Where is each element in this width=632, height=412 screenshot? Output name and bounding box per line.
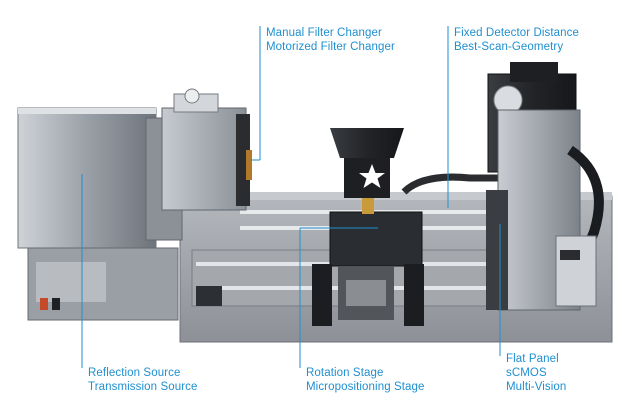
callout-detector-distance-line-2: Best-Scan-Geometry	[454, 41, 564, 53]
callout-filter-line-1: Manual Filter Changer	[266, 27, 382, 39]
detector-assembly	[486, 62, 604, 311]
callout-source-line-1: Reflection Source	[88, 367, 181, 379]
callout-detector: Flat Panel sCMOS Multi-Vision	[506, 352, 566, 394]
callout-leader-lines	[81, 26, 501, 368]
callout-detector-distance-line-1: Fixed Detector Distance	[454, 27, 580, 39]
callout-filter-changer: Manual Filter Changer Motorized Filter C…	[266, 26, 395, 54]
star-icon	[359, 164, 385, 188]
cable-tube	[401, 173, 502, 195]
callout-detector-line-3: Multi-Vision	[506, 381, 567, 393]
callout-filter-line-2: Motorized Filter Changer	[266, 41, 395, 53]
callout-stage: Rotation Stage Micropositioning Stage	[306, 366, 425, 394]
callout-detector-line-1: Flat Panel	[506, 353, 559, 365]
callout-detector-distance: Fixed Detector Distance Best-Scan-Geomet…	[454, 26, 579, 54]
callout-source: Reflection Source Transmission Source	[88, 366, 197, 394]
callout-detector-line-2: sCMOS	[506, 367, 547, 379]
callout-stage-line-1: Rotation Stage	[306, 367, 384, 379]
callout-stage-line-2: Micropositioning Stage	[306, 381, 425, 393]
callout-source-line-2: Transmission Source	[88, 381, 198, 393]
x-ray-source	[17, 107, 183, 321]
filter-changer	[161, 88, 252, 211]
